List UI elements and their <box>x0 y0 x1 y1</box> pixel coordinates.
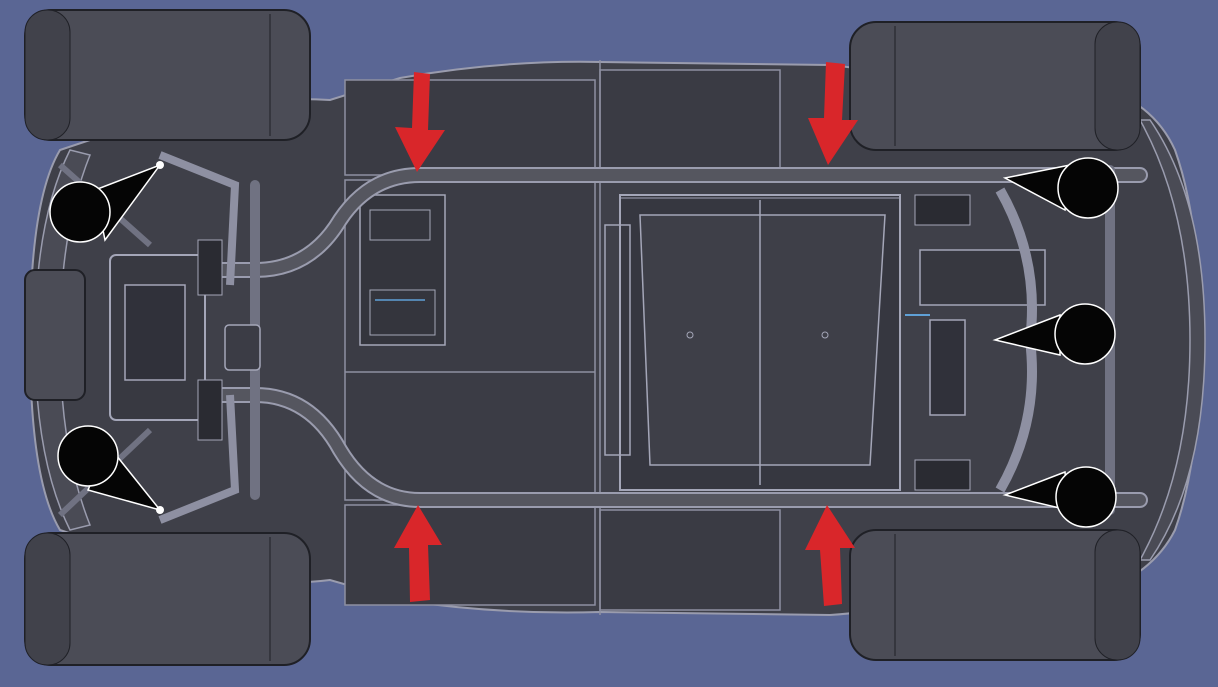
front-arm-top <box>995 187 1037 341</box>
lift-arrows <box>394 62 858 606</box>
rear-suspension <box>57 151 261 524</box>
front-arm-bottom <box>995 339 1037 493</box>
trailing-arm-top <box>158 151 240 286</box>
jack-point-marker-left-top <box>49 161 164 243</box>
tire-rear-top <box>24 9 311 141</box>
control-module-detail <box>369 209 431 241</box>
jack-point-marker-right-bottom <box>1002 466 1117 528</box>
coil-spring-top <box>197 239 223 296</box>
lift-arrow-front-top <box>808 62 858 165</box>
battery-top <box>639 214 886 466</box>
floor-panel-mid-bottom <box>599 509 781 611</box>
front-suspension <box>905 187 1046 493</box>
tire-front-top <box>849 21 1141 151</box>
control-module-detail-2 <box>369 289 436 336</box>
front-motor <box>929 319 966 416</box>
floor-panel-left-bottom <box>344 504 596 606</box>
front-coil-top <box>914 194 971 226</box>
frame-rail-top-inner <box>114 169 1146 276</box>
rear-motor <box>124 284 186 381</box>
battery-bolt <box>686 331 694 339</box>
control-module <box>359 194 446 346</box>
jack-point-markers <box>49 157 1119 528</box>
trailing-arm-bottom <box>158 394 240 524</box>
chassis-body <box>28 60 1202 617</box>
rear-side-pod <box>24 269 86 401</box>
frame-rail-bottom-inner <box>114 389 1146 506</box>
tire-front-bottom <box>849 529 1141 661</box>
chassis <box>28 60 1206 617</box>
lift-arrow-front-bottom <box>805 505 855 606</box>
battery-bracket-left <box>604 224 631 456</box>
jack-point-marker-right-top <box>1002 157 1119 219</box>
lift-arrow-rear-top <box>395 72 445 172</box>
front-coil-bottom <box>914 459 971 491</box>
frame-rails <box>112 165 1148 515</box>
floor-panel-left-top <box>344 79 596 176</box>
coil-spring-bottom <box>197 379 223 441</box>
jack-point-marker-right-middle <box>992 303 1116 365</box>
tire-rear-bottom <box>24 532 311 666</box>
lift-arrow-rear-bottom <box>394 505 442 602</box>
battery-bolt <box>821 331 829 339</box>
rear-diff <box>224 324 261 371</box>
jack-point-marker-left-bottom <box>57 425 164 514</box>
tires <box>24 9 1141 666</box>
floor-panel-mid-top <box>599 69 781 171</box>
